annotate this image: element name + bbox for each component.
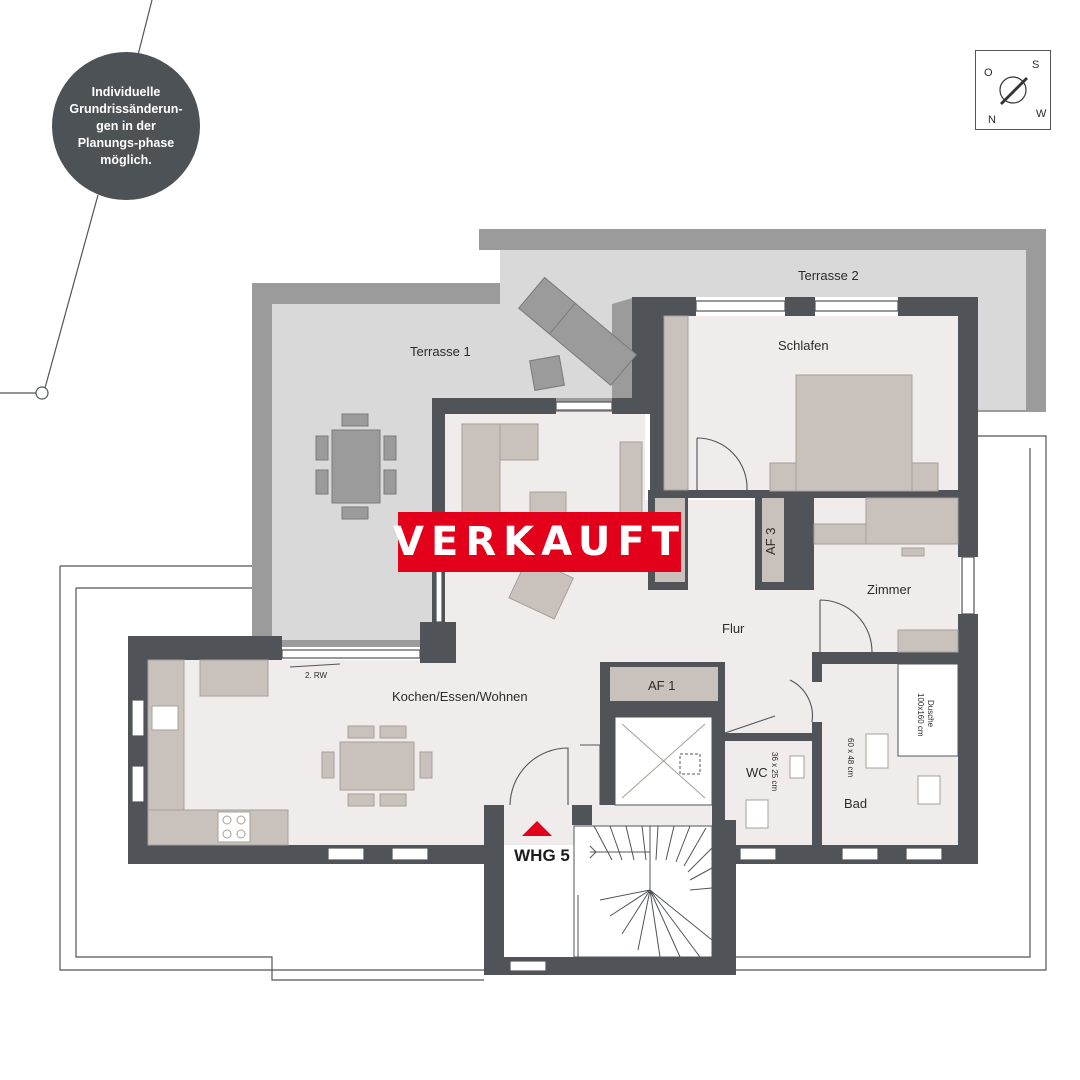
compass-s: S — [1032, 59, 1039, 71]
terrace-1-floor — [272, 304, 612, 640]
compass-o: O — [984, 67, 993, 79]
label-hallway: Flur — [722, 621, 745, 636]
label-shower: Dusche — [926, 700, 935, 728]
af3-niche — [762, 498, 784, 582]
label-rw: 2. RW — [305, 671, 328, 680]
label-bath: Bad — [844, 796, 867, 811]
unit-label: WHG 5 — [514, 846, 570, 865]
label-af3: AF 3 — [763, 528, 778, 555]
outer-outline — [59, 435, 1047, 981]
callout-text: Individuelle Grundrissänderun-gen in der… — [69, 84, 183, 167]
windows — [131, 300, 975, 972]
rw-arrow — [289, 663, 341, 668]
callout-bubble: Individuelle Grundrissänderun-gen in der… — [52, 52, 200, 200]
sold-banner: VERKAUFT — [393, 512, 681, 572]
label-shower-size: 100x160 cm — [916, 693, 925, 737]
furniture — [147, 276, 959, 846]
sold-label: VERKAUFT — [393, 519, 686, 565]
label-living: Kochen/Essen/Wohnen — [392, 689, 528, 704]
compass-icon: O S W N — [975, 50, 1051, 130]
stairs — [573, 825, 713, 958]
label-bedroom: Schlafen — [778, 338, 829, 353]
af1-niche — [610, 667, 718, 701]
door-swings — [509, 437, 873, 806]
label-terrace-1: Terrasse 1 — [410, 344, 471, 359]
compass-graphic: O S W N — [984, 59, 1047, 126]
entrance-marker-icon — [522, 821, 552, 836]
label-wc: WC — [746, 765, 768, 780]
label-room: Zimmer — [867, 582, 912, 597]
callout-leader — [0, 0, 153, 400]
label-af1: AF 1 — [648, 678, 675, 693]
label-terrace-2: Terrasse 2 — [798, 268, 859, 283]
label-bath-basin: 60 x 48 cm — [846, 738, 855, 777]
label-wc-basin: 36 x 25 cm — [770, 752, 779, 791]
compass-n: N — [988, 114, 996, 126]
terrace-2-floor — [500, 250, 1026, 410]
compass-w: W — [1036, 108, 1047, 120]
